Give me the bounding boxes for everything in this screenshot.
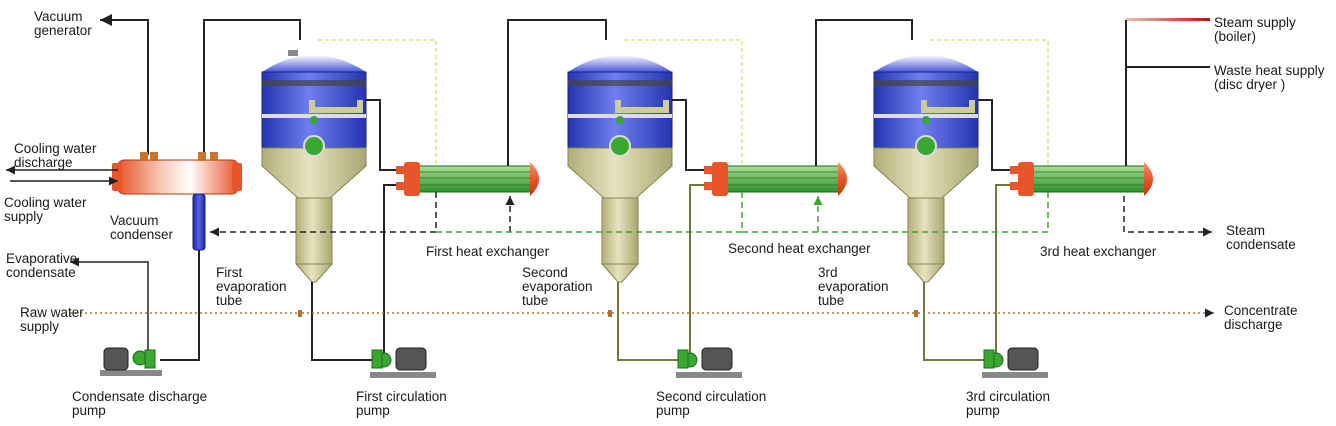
label-first-circulation-pump: First circulation pump (356, 389, 447, 418)
circulation-pump-1 (370, 347, 436, 378)
label-vacuum-generator: Vacuum generator (34, 9, 92, 38)
label-first-evaporation-tube: First evaporation tube (216, 265, 287, 308)
label-second-evaporation-tube: Second evaporation tube (522, 265, 593, 308)
condensate-discharge-pump (100, 347, 162, 376)
heat-exchanger-1 (210, 39, 539, 237)
label-concentrate-discharge: Concentrate discharge (1224, 303, 1298, 332)
circulation-pump-2 (676, 347, 742, 378)
label-third-heat-exchanger: 3rd heat exchanger (1040, 244, 1157, 259)
label-raw-water-supply: Raw water supply (20, 305, 84, 334)
label-waste-heat-supply: Waste heat supply (disc dryer ) (1214, 63, 1325, 92)
label-third-evaporation-tube: 3rd evaporation tube (818, 265, 889, 308)
label-first-heat-exchanger: First heat exchanger (426, 244, 550, 259)
label-steam-condensate: Steam condensate (1226, 223, 1296, 252)
label-second-circulation-pump: Second circulation pump (656, 389, 767, 418)
evaporator-unit-1 (261, 50, 398, 361)
heat-exchanger-3 (742, 39, 1212, 237)
label-vacuum-condenser: Vacuum condenser (110, 213, 174, 242)
evaporator-unit-2 (507, 19, 706, 361)
label-second-heat-exchanger: Second heat exchanger (728, 241, 871, 256)
label-evaporative-condensate: Evaporative condensate (6, 251, 78, 280)
vacuum-condenser-group (6, 14, 302, 361)
label-condensate-discharge-pump: Condensate discharge pump (72, 389, 208, 418)
evaporator-unit-3 (815, 19, 1012, 361)
steam-supply-lines (1125, 18, 1210, 166)
label-third-circulation-pump: 3rd circulation pump (966, 389, 1051, 418)
label-steam-supply: Steam supply (boiler) (1214, 15, 1296, 44)
circulation-pump-3 (982, 347, 1048, 378)
heat-exchanger-2 (436, 39, 847, 233)
label-cooling-water-supply: Cooling water supply (4, 195, 87, 224)
label-cooling-water-discharge: Cooling water discharge (14, 141, 97, 170)
